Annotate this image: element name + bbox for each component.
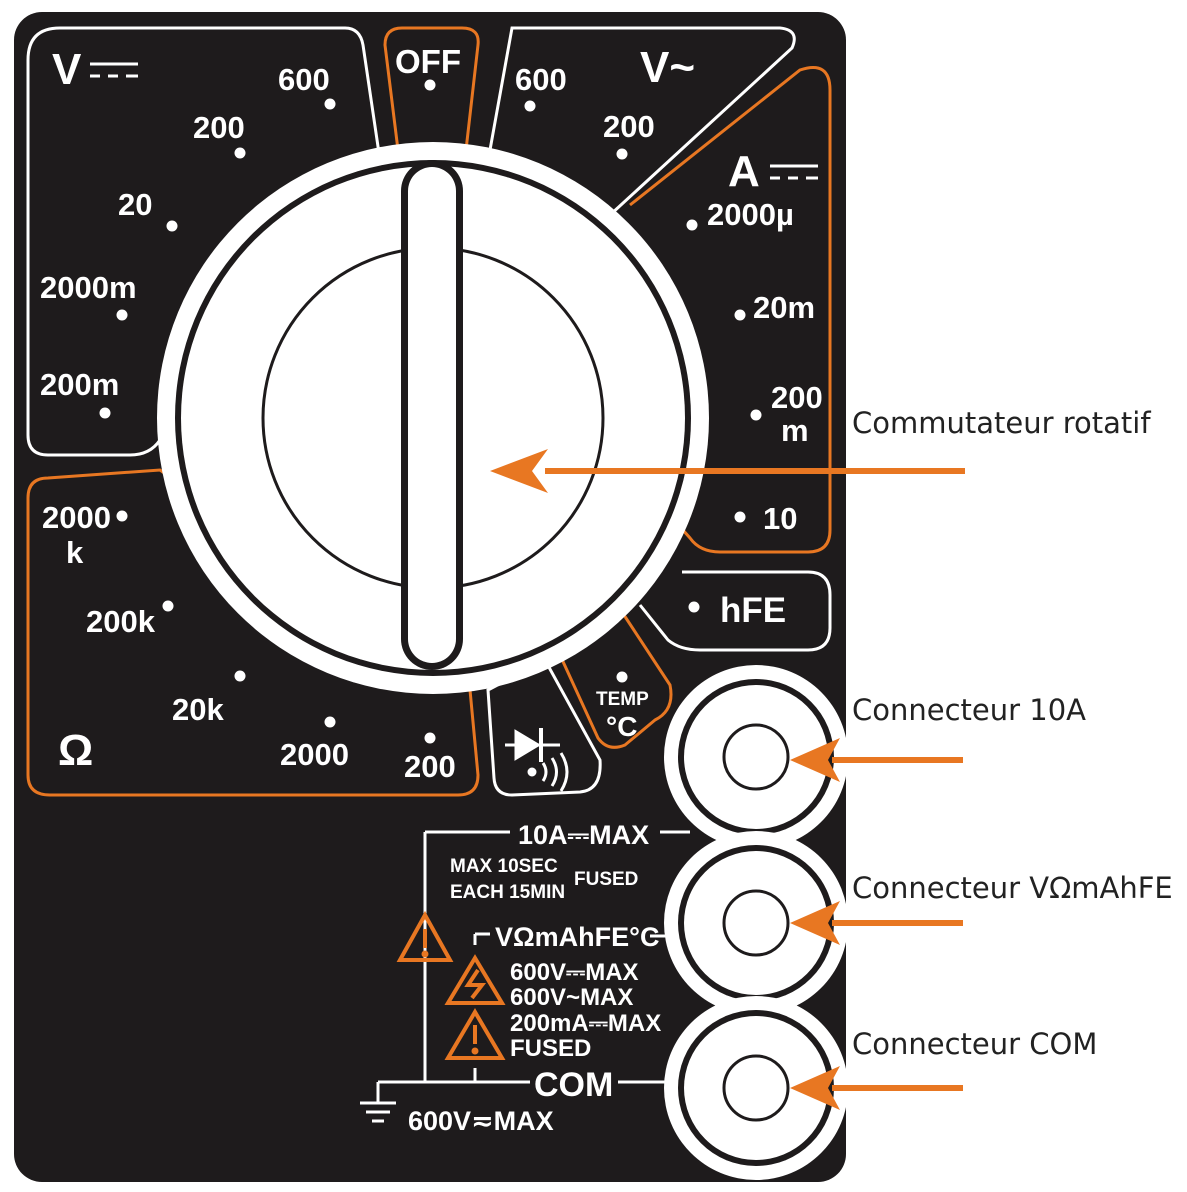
- jack-10a-time-1: MAX 10SEC: [450, 856, 558, 877]
- dcv-range-20[interactable]: 20: [118, 187, 152, 222]
- jack-10a-fused: FUSED: [574, 869, 638, 890]
- dca-range-2000u[interactable]: 2000µ: [707, 197, 794, 232]
- acv-range-200[interactable]: 200: [603, 109, 655, 144]
- acv-dot-600[interactable]: [524, 100, 536, 112]
- temp-label[interactable]: TEMP: [596, 689, 649, 710]
- rotary-switch[interactable]: [157, 142, 709, 694]
- dcv-dot-2000m[interactable]: [116, 309, 128, 321]
- ground-rating: 600V≂MAX: [408, 1106, 554, 1136]
- dcv-range-2000m[interactable]: 2000m: [40, 270, 137, 305]
- temp-dot[interactable]: [616, 671, 628, 683]
- temp-unit[interactable]: °C: [606, 711, 637, 742]
- ohm-dot-200[interactable]: [424, 732, 436, 744]
- off-label[interactable]: OFF: [395, 43, 461, 80]
- high-voltage-warning-icon: [444, 954, 506, 1005]
- ohm-range-2000k[interactable]: 2000: [42, 500, 111, 535]
- diode-section-outline: [486, 657, 602, 797]
- dca-range-200m-unit[interactable]: m: [781, 413, 809, 448]
- callout-rotary-switch: Commutateur rotatif: [852, 406, 1151, 440]
- dca-range-10[interactable]: 10: [763, 501, 797, 536]
- ohm-symbol: Ω: [58, 726, 93, 775]
- jack-10a[interactable]: [664, 665, 848, 849]
- ohm-dot-200k[interactable]: [162, 600, 174, 612]
- off-section-outline: [383, 26, 480, 152]
- jack-com-label: COM: [534, 1066, 613, 1104]
- acv-symbol: V~: [640, 43, 695, 92]
- ohm-dot-20k[interactable]: [234, 670, 246, 682]
- hfe-dot[interactable]: [688, 601, 700, 613]
- dcv-range-600[interactable]: 600: [278, 62, 330, 97]
- acv-section-outline: [488, 26, 796, 217]
- dc-symbol-icon: [90, 62, 138, 78]
- ohm-dot-2000[interactable]: [324, 716, 336, 728]
- dcv-dot-200[interactable]: [234, 147, 246, 159]
- jack-vohm-limit-dc: 600V⎓MAX: [510, 959, 639, 986]
- hfe-section-outline: [638, 570, 832, 652]
- dcv-dot-20[interactable]: [166, 220, 178, 232]
- temp-section-outline: [558, 609, 673, 749]
- jack-vohm-limit-ac: 600V~MAX: [510, 984, 633, 1011]
- dcv-range-200[interactable]: 200: [193, 110, 245, 145]
- off-dot[interactable]: [424, 79, 436, 91]
- callout-jack-com: Connecteur COM: [852, 1027, 1097, 1061]
- ohm-dot-2000k[interactable]: [116, 510, 128, 522]
- dca-dot-200m[interactable]: [750, 409, 762, 421]
- dca-symbol: A: [728, 147, 760, 196]
- ohm-range-20k[interactable]: 20k: [172, 692, 224, 727]
- dca-dc-symbol-icon: [770, 164, 818, 180]
- ohm-section-outline: [26, 468, 480, 797]
- warning-icon-1: [396, 910, 454, 962]
- callout-jack-vohm: Connecteur VΩmAhFE: [852, 871, 1173, 905]
- acv-range-600[interactable]: 600: [515, 62, 567, 97]
- callout-arrows: [490, 449, 965, 1110]
- dcv-range-200m[interactable]: 200m: [40, 367, 119, 402]
- ohm-range-2000k-unit[interactable]: k: [66, 535, 84, 570]
- callout-jack-10a: Connecteur 10A: [852, 693, 1086, 727]
- dca-dot-2000u[interactable]: [686, 219, 698, 231]
- diode-continuity-icon[interactable]: [505, 728, 569, 792]
- ohm-range-200[interactable]: 200: [404, 749, 456, 784]
- dca-dot-10[interactable]: [734, 511, 746, 523]
- dcv-dot-200m[interactable]: [99, 407, 111, 419]
- dca-range-20m[interactable]: 20m: [753, 290, 815, 325]
- warning-icon-2: [444, 1008, 506, 1060]
- ohm-range-200k[interactable]: 200k: [86, 604, 156, 639]
- jack-10a-time-2: EACH 15MIN: [450, 882, 565, 903]
- dcv-dot-600[interactable]: [324, 98, 336, 110]
- dca-range-200m-top[interactable]: 200: [771, 380, 823, 415]
- dca-dot-20m[interactable]: [734, 309, 746, 321]
- jack-10a-rating: 10A⎓MAX: [518, 820, 649, 850]
- jack-vohm-limit-ma: 200mA⎓MAX: [510, 1010, 661, 1037]
- rotary-switch-handle-face[interactable]: [408, 167, 456, 663]
- jack-vohm-rating: VΩmAhFE°C: [495, 922, 659, 952]
- jack-vohm[interactable]: [664, 831, 848, 1015]
- hfe-label[interactable]: hFE: [720, 591, 786, 630]
- dca-section-outline: [629, 66, 832, 554]
- jack-com[interactable]: [664, 996, 848, 1180]
- ohm-range-2000[interactable]: 2000: [280, 737, 349, 772]
- dcv-symbol: V: [52, 45, 82, 94]
- jack-vohm-fused: FUSED: [510, 1035, 591, 1062]
- acv-dot-200[interactable]: [616, 148, 628, 160]
